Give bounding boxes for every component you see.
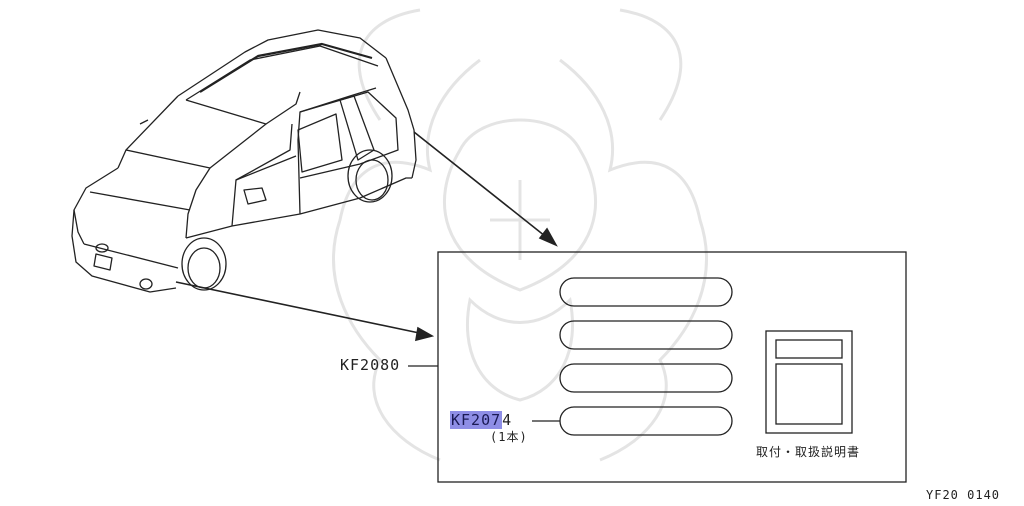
part-pill-3 bbox=[559, 363, 733, 393]
parts-kit-box bbox=[437, 251, 907, 483]
part-label-kf2080: KF2080 bbox=[340, 356, 401, 374]
part-label-kf2074: KF2074 bbox=[450, 411, 512, 429]
part-pill-1 bbox=[559, 277, 733, 307]
arrow-to-rear-kit bbox=[413, 131, 551, 241]
part-label-kf2074-rest: 4 bbox=[502, 411, 513, 429]
vehicle-minivan-illustration bbox=[71, 29, 417, 293]
part-pills bbox=[559, 277, 733, 436]
search-highlight: KF207 bbox=[450, 411, 503, 429]
leader-arrows bbox=[175, 131, 558, 342]
figure-code: YF20 0140 bbox=[926, 488, 1001, 502]
instruction-manual-icon bbox=[765, 330, 853, 434]
watermark-logo bbox=[332, 8, 708, 462]
part-pill-2 bbox=[559, 320, 733, 350]
arrowhead-icon bbox=[415, 326, 435, 342]
label-leaders bbox=[408, 365, 560, 422]
quantity-label: (1本) bbox=[490, 430, 528, 444]
manual-label: 取付・取扱説明書 bbox=[756, 445, 861, 459]
arrow-to-front-kit bbox=[175, 281, 425, 335]
arrowhead-icon bbox=[538, 227, 558, 247]
